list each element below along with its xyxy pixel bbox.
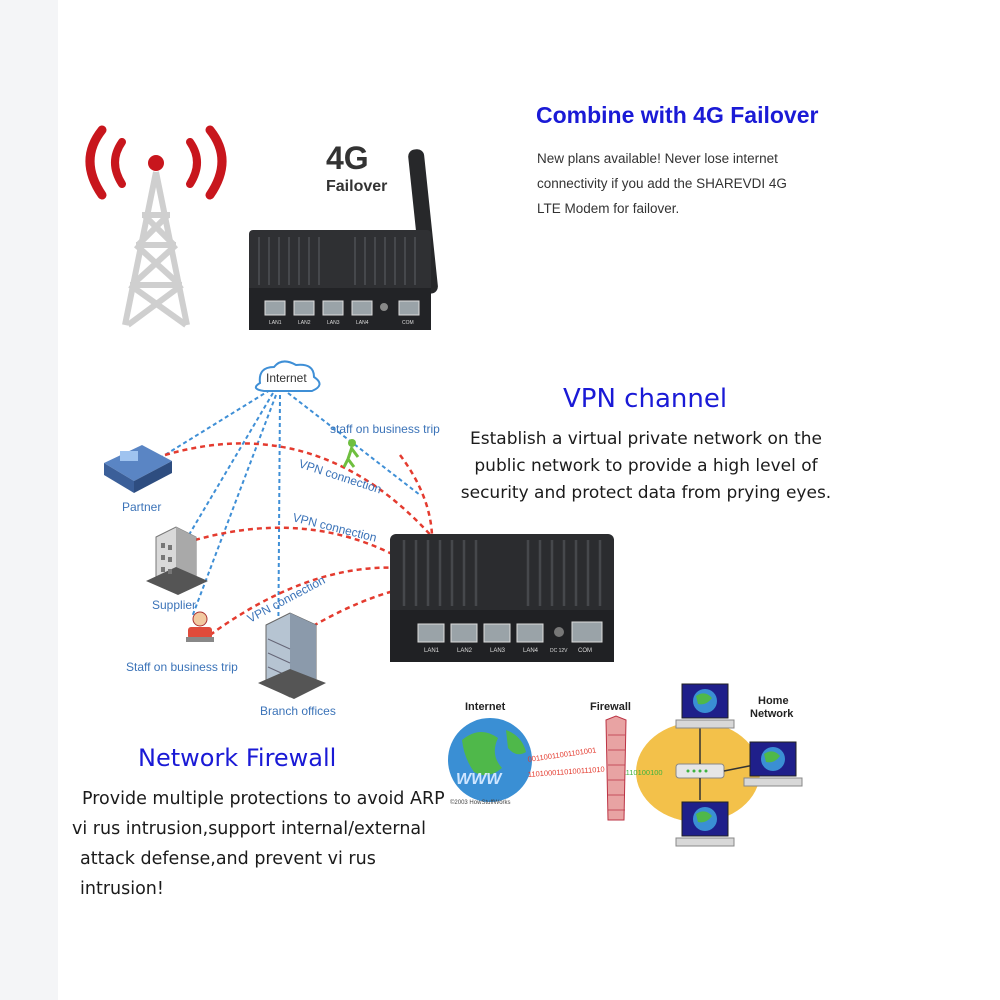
- vpn-description-line: Establish a virtual private network on t…: [470, 429, 822, 449]
- firewall-description-line: attack defense,and prevent vi rus intrus…: [80, 849, 376, 899]
- lan-ports: [417, 621, 603, 643]
- traveller-icon: [342, 439, 360, 468]
- svg-text:LAN3: LAN3: [327, 320, 340, 326]
- vpn-title: VPN channel: [563, 384, 728, 414]
- computer-icon: [675, 801, 735, 847]
- home-network-label: Home: [758, 695, 789, 707]
- port-label: LAN4: [523, 648, 539, 654]
- svg-text:LAN2: LAN2: [298, 320, 311, 326]
- binary-stream: 00110011001101001: [527, 745, 597, 764]
- computer-icon: [675, 683, 735, 729]
- port-label: DC 12V: [550, 648, 568, 654]
- failover-description-line: connectivity if you add the SHAREVDI 4G: [537, 176, 787, 191]
- failover-description-line: New plans available! Never lose internet: [537, 151, 778, 166]
- computer-icon: [743, 741, 803, 787]
- firewall-description-line: Provide multiple protections to avoid AR…: [82, 789, 445, 809]
- copyright-label: ©2003 HowStuffWorks: [450, 799, 511, 806]
- vpn-description-line: security and protect data from prying ey…: [460, 483, 832, 503]
- left-margin-strip: [0, 0, 58, 1000]
- branch-office-building-icon: [258, 612, 326, 699]
- failover-badge-4g: 4G: [326, 140, 369, 176]
- port-label: LAN3: [490, 648, 506, 654]
- home-network-label: Network: [750, 708, 794, 720]
- staff-person-icon: [186, 611, 214, 642]
- firewall-description: Provide multiple protections to avoid AR…: [72, 784, 452, 904]
- binary-stream: 1110100100: [622, 768, 663, 777]
- svg-text:LAN4: LAN4: [356, 320, 369, 326]
- failover-title: Combine with 4G Failover: [536, 102, 819, 128]
- staff-trip-top-label: staff on business trip: [330, 422, 440, 436]
- failover-description: New plans available! Never lose internet…: [537, 146, 787, 221]
- failover-badge-label: Failover: [326, 178, 388, 195]
- globe-icon: [448, 718, 532, 802]
- branch-offices-label: Branch offices: [260, 704, 336, 718]
- supplier-label: Supplier: [152, 598, 196, 612]
- vpn-connection-label: VPN connection: [291, 510, 378, 544]
- failover-description-line: LTE Modem for failover.: [537, 201, 680, 216]
- home-firewall-diagram: WWW ©2003 HowStuffWorks Internet 0011001…: [448, 683, 803, 847]
- vpn-description-line: public network to provide a high level o…: [474, 456, 818, 476]
- router-hub-icon: [675, 763, 725, 779]
- internet-label: Internet: [266, 371, 307, 385]
- vpn-description: Establish a virtual private network on t…: [456, 426, 836, 507]
- vpn-connection-label: VPN connection: [297, 457, 383, 497]
- router-with-antenna-image: LAN1 LAN2 LAN3 LAN4 COM: [249, 149, 438, 330]
- mini-pc-firewall-image: LAN1 LAN2 LAN3 LAN4 DC 12V COM: [390, 534, 614, 662]
- vpn-network-diagram: Internet Partner Supplier Staff on busin…: [104, 360, 440, 718]
- firewall-wall-icon: [605, 715, 627, 821]
- partner-building-icon: [104, 445, 172, 493]
- firewall-description-line: vi rus intrusion,support internal/extern…: [72, 819, 426, 839]
- svg-text:LAN1: LAN1: [269, 320, 282, 326]
- internet-cloud-icon: [254, 360, 321, 392]
- internet-label: Internet: [465, 701, 506, 713]
- svg-text:COM: COM: [402, 320, 414, 326]
- firewall-label: Firewall: [590, 701, 631, 713]
- www-label: WWW: [456, 771, 503, 788]
- tower-icon: [122, 171, 190, 328]
- port-label: LAN1: [424, 648, 440, 654]
- firewall-title: Network Firewall: [138, 744, 337, 772]
- cell-tower-graphic: [85, 125, 227, 328]
- binary-stream: 1101000110100111010: [528, 765, 605, 779]
- port-label: COM: [578, 648, 592, 654]
- port-label: LAN2: [457, 648, 473, 654]
- partner-label: Partner: [122, 500, 161, 514]
- staff-trip-label: Staff on business trip: [126, 660, 238, 674]
- supplier-building-icon: [146, 526, 208, 595]
- signal-waves-icon: [85, 125, 227, 200]
